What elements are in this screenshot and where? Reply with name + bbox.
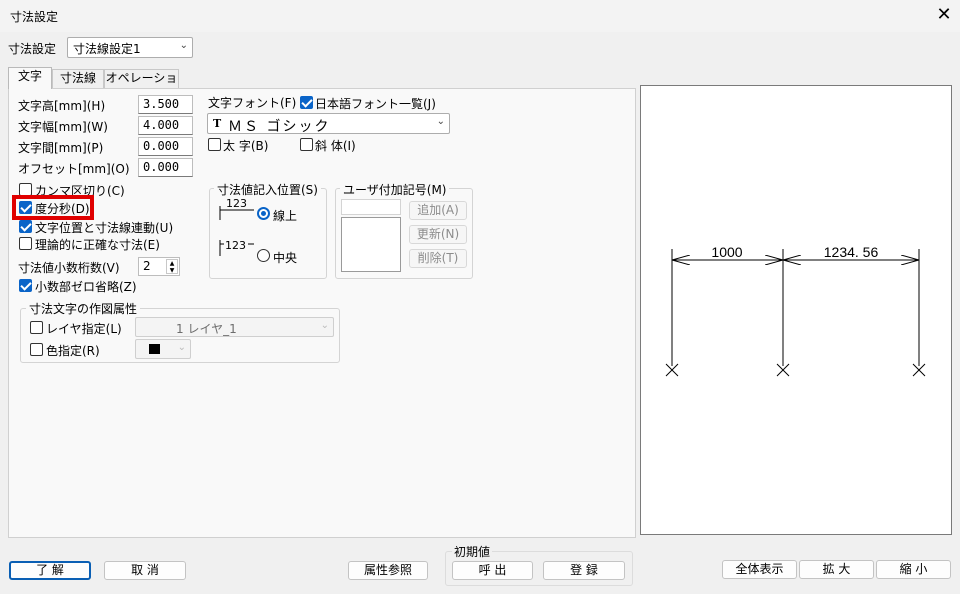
font-label: 文字フォント(F) xyxy=(208,96,297,110)
position-sample-online: 123 xyxy=(226,197,247,210)
tab-text[interactable]: 文字 xyxy=(8,67,52,89)
cancel-button[interactable]: 取 消 xyxy=(104,561,186,580)
layer-select[interactable]: 1 レイヤ_1 ⌄ xyxy=(135,317,334,337)
char-spacing-label: 文字間[mm](P) xyxy=(18,141,104,155)
link-label: 文字位置と寸法線連動(U) xyxy=(35,221,174,235)
tab-dimension-line[interactable]: 寸法線 xyxy=(52,69,104,88)
on-line-radio[interactable] xyxy=(257,207,270,220)
italic-checkbox[interactable] xyxy=(300,138,313,151)
point-mark-3 xyxy=(912,363,926,377)
delete-button[interactable]: 削除(T) xyxy=(409,249,467,268)
preset-value: 寸法線設定1 xyxy=(73,42,141,56)
dimension-preview: 1000 1234. 56 xyxy=(665,244,926,377)
symbol-list[interactable] xyxy=(341,217,401,272)
point-mark-1 xyxy=(665,363,679,377)
symbol-input[interactable] xyxy=(341,199,401,215)
dms-checkbox[interactable] xyxy=(19,201,32,214)
preview-pane: 1000 1234. 56 xyxy=(640,85,952,535)
update-button[interactable]: 更新(N) xyxy=(409,225,467,244)
comma-label: カンマ区切り(C) xyxy=(35,184,125,198)
jp-font-list-checkbox[interactable] xyxy=(300,96,313,109)
dim-value-1: 1000 xyxy=(711,244,742,260)
center-radio[interactable] xyxy=(257,249,270,262)
preset-select[interactable]: 寸法線設定1 ⌄ xyxy=(67,37,193,58)
exact-checkbox[interactable] xyxy=(19,237,32,250)
char-height-input[interactable]: 3.500 xyxy=(138,95,193,114)
dms-label: 度分秒(D) xyxy=(35,202,90,216)
chevron-down-icon: ⌄ xyxy=(177,342,186,353)
chevron-down-icon: ⌄ xyxy=(436,116,445,127)
add-button[interactable]: 追加(A) xyxy=(409,201,467,220)
color-label: 色指定(R) xyxy=(46,344,100,358)
attr-ref-button[interactable]: 属性参照 xyxy=(348,561,428,580)
bold-checkbox[interactable] xyxy=(208,138,221,151)
zoom-in-button[interactable]: 拡 大 xyxy=(799,560,874,579)
zero-label: 小数部ゼロ省略(Z) xyxy=(35,280,137,294)
chevron-down-icon: ⌄ xyxy=(320,320,329,331)
symbol-group-title: ユーザ付加記号(M) xyxy=(340,181,450,198)
highlight-box xyxy=(12,195,94,220)
offset-label: オフセット[mm](O) xyxy=(18,162,130,176)
on-line-label: 線上 xyxy=(273,209,298,223)
color-swatch xyxy=(149,344,160,354)
font-select[interactable]: T ＭＳ ゴシック ⌄ xyxy=(207,113,450,135)
link-checkbox[interactable] xyxy=(19,220,32,233)
position-sample-center: 123 xyxy=(225,239,246,252)
chevron-down-icon: ⌄ xyxy=(179,40,188,51)
char-width-label: 文字幅[mm](W) xyxy=(18,120,108,134)
stepper-arrows-icon[interactable]: ▲▼ xyxy=(166,259,178,274)
decimals-value: 2 xyxy=(143,259,151,273)
register-button[interactable]: 登 録 xyxy=(543,561,625,580)
bold-label: 太 字(B) xyxy=(223,139,269,153)
position-sample-icon xyxy=(219,206,254,256)
close-icon[interactable]: ✕ xyxy=(936,4,952,25)
color-checkbox[interactable] xyxy=(30,343,43,356)
dim-value-2: 1234. 56 xyxy=(824,244,879,260)
fit-all-button[interactable]: 全体表示 xyxy=(722,560,797,579)
char-height-label: 文字高[mm](H) xyxy=(18,99,106,113)
recall-button[interactable]: 呼 出 xyxy=(452,561,533,580)
char-spacing-input[interactable]: 0.000 xyxy=(138,137,193,156)
decimals-label: 寸法値小数桁数(V) xyxy=(18,261,120,275)
tab-operation[interactable]: オペレーション xyxy=(104,69,179,102)
exact-label: 理論的に正確な寸法(E) xyxy=(35,238,160,252)
window-title: 寸法設定 xyxy=(10,10,59,24)
jp-font-list-label: 日本語フォント一覧(J) xyxy=(315,97,436,111)
attr-group-title: 寸法文字の作図属性 xyxy=(26,300,141,317)
tab-strip: 文字 寸法線 オペレーション xyxy=(8,67,636,102)
initial-value-group xyxy=(445,551,633,586)
position-group-title: 寸法値記入位置(S) xyxy=(214,181,321,198)
truetype-icon: T xyxy=(213,117,222,130)
zero-checkbox[interactable] xyxy=(19,279,32,292)
zoom-out-button[interactable]: 縮 小 xyxy=(876,560,951,579)
attr-group xyxy=(20,308,340,363)
layer-value: 1 レイヤ_1 xyxy=(176,322,237,336)
decimals-stepper[interactable]: 2 ▲▼ xyxy=(138,257,180,276)
point-mark-2 xyxy=(776,363,790,377)
center-label: 中央 xyxy=(273,251,298,265)
ok-button[interactable]: 了 解 xyxy=(9,561,91,580)
initial-value-title: 初期値 xyxy=(452,543,493,560)
color-select[interactable]: ⌄ xyxy=(135,339,191,359)
offset-input[interactable]: 0.000 xyxy=(138,158,193,177)
italic-label: 斜 体(I) xyxy=(315,139,356,153)
layer-label: レイヤ指定(L) xyxy=(46,322,122,336)
layer-checkbox[interactable] xyxy=(30,321,43,334)
font-value: ＭＳ ゴシック xyxy=(228,119,331,135)
char-width-input[interactable]: 4.000 xyxy=(138,116,193,135)
title-bar xyxy=(0,0,960,32)
preset-label: 寸法設定 xyxy=(8,42,57,56)
